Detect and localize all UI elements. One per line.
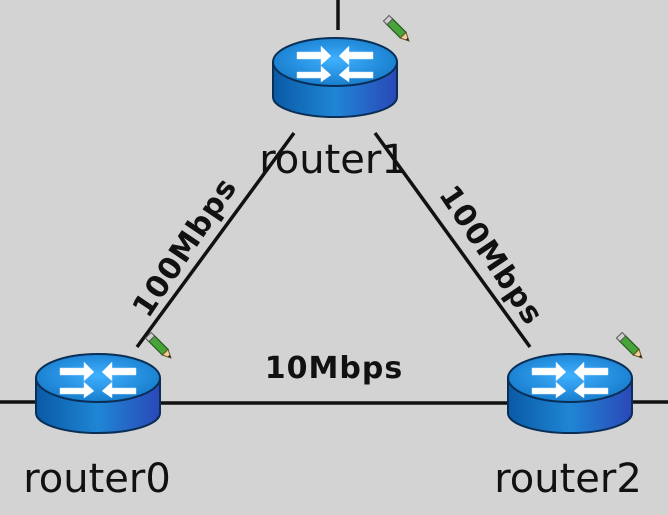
link-router1-router2[interactable]	[373, 131, 532, 349]
router1-node[interactable]: router1	[259, 14, 413, 183]
router0-node[interactable]: router0	[23, 331, 175, 502]
pencil-icon	[144, 331, 175, 362]
router0-label: router0	[23, 456, 171, 502]
link-label-router1-router2: 100Mbps	[432, 179, 551, 331]
link-label-router0-router1: 100Mbps	[126, 171, 245, 323]
router-icon	[35, 353, 161, 434]
link-label-router0-router2: 10Mbps	[265, 351, 403, 386]
router2-label: router2	[494, 456, 642, 502]
router-icon	[507, 353, 633, 434]
pencil-icon	[615, 331, 646, 362]
link-router0-router1[interactable]	[135, 131, 296, 349]
pencil-icon	[382, 14, 413, 45]
router1-label: router1	[259, 137, 407, 183]
router2-node[interactable]: router2	[494, 331, 646, 502]
router-icon	[272, 37, 398, 118]
